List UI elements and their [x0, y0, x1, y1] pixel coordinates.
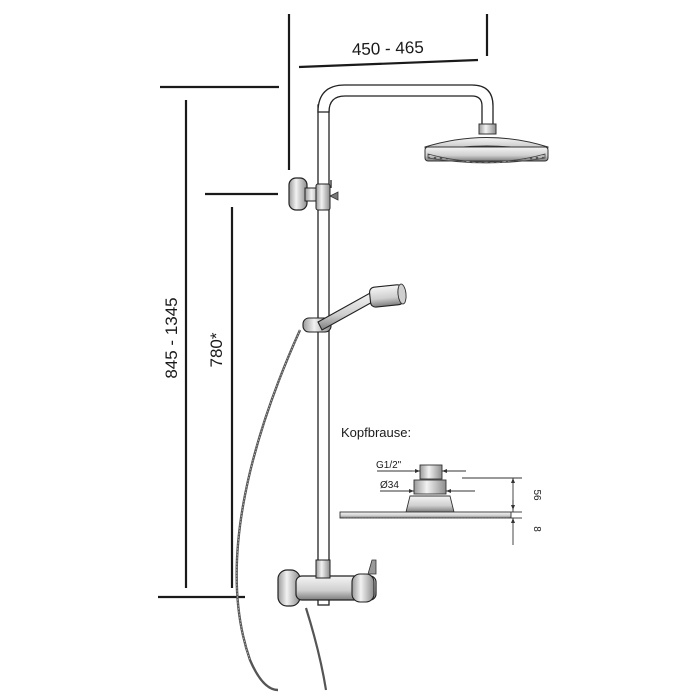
hand-shower-holder — [302, 283, 407, 333]
bracket-height-label: 780* — [207, 332, 226, 367]
detail-head-plate — [339, 511, 512, 519]
head-connector — [478, 123, 497, 135]
dimension-lines — [158, 14, 489, 599]
overhead-shower-head — [424, 137, 549, 164]
total-height-label: 845 - 1345 — [162, 297, 181, 378]
thread-label: G1/2" — [376, 460, 402, 471]
shower-riser — [235, 84, 549, 692]
detail-connector — [419, 464, 443, 480]
plate-height-detail-label: 8 — [531, 526, 542, 532]
wall-bracket — [288, 177, 339, 211]
detail-title: Kopfbrause: — [341, 425, 411, 440]
reach-dimension-label: 450 - 465 — [352, 38, 424, 59]
shower-arm — [317, 84, 494, 126]
hose-lower — [304, 607, 328, 691]
shower-hose — [235, 329, 302, 692]
reach-dimension-line — [298, 58, 479, 69]
diameter-label: Ø34 — [380, 480, 399, 491]
thermostatic-mixer — [277, 559, 377, 607]
riser-pipe — [317, 104, 330, 606]
head-shower-detail: Kopfbrause: G1/2" Ø34 56 8 — [339, 425, 542, 545]
detail-ball-joint — [413, 479, 447, 495]
total-height-detail-label: 56 — [531, 489, 542, 501]
